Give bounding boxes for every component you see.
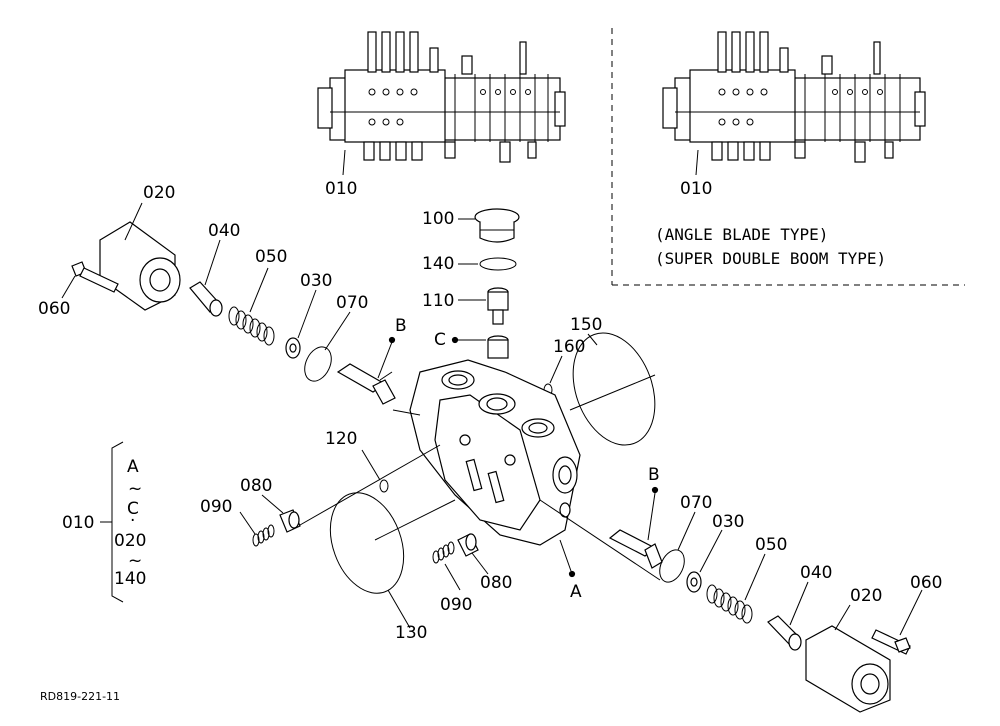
group-line-020: 020 <box>114 531 146 551</box>
spring-seat-040-left <box>189 239 223 317</box>
poppet-110 <box>458 287 509 325</box>
o-ring-070-left <box>304 311 351 382</box>
label-010-top-right: 010 <box>680 179 712 199</box>
group-line-dot: · <box>130 511 135 531</box>
note-super-double-boom-type: (SUPER DOUBLE BOOM TYPE) <box>655 249 886 268</box>
plug-100 <box>458 208 520 243</box>
label-100: 100 <box>422 209 454 229</box>
valve-assembly-variant <box>662 31 926 176</box>
drawing-code: RD819-221-11 <box>40 690 120 703</box>
label-160: 160 <box>553 337 585 357</box>
label-040-left: 040 <box>208 221 240 241</box>
label-140: 140 <box>422 254 454 274</box>
group-line-c: C <box>127 499 139 519</box>
label-130: 130 <box>395 623 427 643</box>
label-010-top-left: 010 <box>325 179 357 199</box>
label-080-right: 080 <box>480 573 512 593</box>
label-040-right: 040 <box>800 563 832 583</box>
valve-assembly-standard <box>317 31 566 176</box>
cover-020-left <box>99 202 181 311</box>
label-090-right: 090 <box>440 595 472 615</box>
washer-030-right <box>686 529 723 593</box>
label-050-right: 050 <box>755 535 787 555</box>
spring-050-left <box>228 267 275 346</box>
label-150: 150 <box>570 315 602 335</box>
o-ring-150 <box>569 332 656 446</box>
label-050-left: 050 <box>255 247 287 267</box>
label-b-left: B <box>395 316 407 336</box>
washer-030-left <box>285 289 317 359</box>
spool-right <box>608 486 663 569</box>
check-valve-c <box>451 335 509 359</box>
o-ring-070-right <box>659 511 696 583</box>
o-ring-120 <box>361 449 389 493</box>
label-070-left: 070 <box>336 293 368 313</box>
spring-seat-040-right <box>767 581 809 651</box>
label-060-right: 060 <box>910 573 942 593</box>
note-angle-blade-type: (ANGLE BLADE TYPE) <box>655 225 828 244</box>
spring-050-right <box>706 553 766 624</box>
spring-090-left <box>239 511 275 547</box>
plug-080-right <box>457 533 489 575</box>
o-ring-160 <box>543 355 563 397</box>
bolt-060-right <box>871 589 923 655</box>
label-c: C <box>434 330 446 350</box>
label-b-right: B <box>648 465 660 485</box>
axis-lines <box>299 409 661 581</box>
label-a: A <box>570 582 582 602</box>
group-line-tilde-1: ~ <box>128 479 142 499</box>
cover-020-right <box>805 604 891 713</box>
label-020-right: 020 <box>850 586 882 606</box>
group-label-010: 010 <box>62 513 94 533</box>
label-030-right: 030 <box>712 512 744 532</box>
spool-left <box>336 336 396 405</box>
group-bracket <box>100 441 124 603</box>
bolt-060-left <box>61 261 119 299</box>
label-030-left: 030 <box>300 271 332 291</box>
group-line-a: A <box>127 457 139 477</box>
label-070-right: 070 <box>680 493 712 513</box>
label-120: 120 <box>325 429 357 449</box>
point-a <box>559 539 576 578</box>
label-080-left: 080 <box>240 476 272 496</box>
spring-090-right <box>432 541 461 591</box>
divider-dashed <box>611 28 965 286</box>
label-090-left: 090 <box>200 497 232 517</box>
valve-body <box>409 359 581 546</box>
o-ring-140 <box>458 257 517 271</box>
label-060-left: 060 <box>38 299 70 319</box>
o-ring-130 <box>329 492 411 629</box>
label-020-left: 020 <box>143 183 175 203</box>
label-110: 110 <box>422 291 454 311</box>
group-line-140: 140 <box>114 569 146 589</box>
plug-080-left <box>261 494 301 533</box>
group-line-tilde-2: ~ <box>128 551 142 571</box>
